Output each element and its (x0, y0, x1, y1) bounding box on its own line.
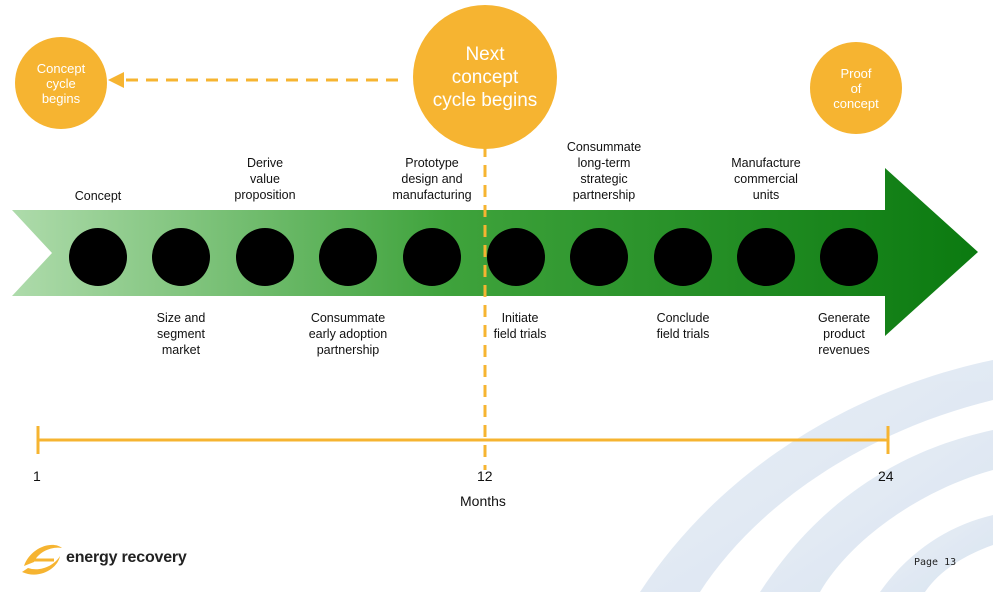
milestone-dot (319, 228, 377, 286)
milestone-dot (152, 228, 210, 286)
timeline-tick-label: 1 (33, 468, 41, 484)
milestone-label-bottom: Consummate early adoption partnership (308, 311, 388, 357)
milestone-dot (487, 228, 545, 286)
timeline-tick-label: 12 (477, 468, 493, 484)
milestone-label-top: Concept (74, 189, 122, 203)
milestone-dot (654, 228, 712, 286)
milestone-label-bottom: Initiate field trials (493, 311, 547, 341)
milestone-dot (820, 228, 878, 286)
energy-recovery-logo-icon (22, 544, 62, 575)
next-concept-cycle-circle: Next concept cycle begins (413, 5, 557, 149)
brand-name: energy recovery (66, 549, 187, 566)
page-number: Page 13 (914, 557, 957, 568)
timeline-tick-label: 24 (878, 468, 894, 484)
decorative-swoosh (640, 360, 993, 592)
milestone-dot (570, 228, 628, 286)
arrowhead-left-icon (108, 72, 124, 88)
milestone-label-top: Manufacture commercial units (731, 156, 801, 202)
milestone-dot (403, 228, 461, 286)
milestone-label-top: Derive value proposition (234, 156, 296, 202)
milestone-label-bottom: Generate product revenues (817, 311, 871, 357)
proof-of-concept-label: Proof of concept (833, 65, 879, 111)
milestone-dot (737, 228, 795, 286)
milestone-label-bottom: Size and segment market (156, 311, 206, 357)
proof-of-concept-circle: Proof of concept (810, 42, 902, 134)
concept-cycle-begins-label: Concept cycle begins (36, 60, 86, 106)
milestone-label-bottom: Conclude field trials (656, 311, 710, 341)
milestone-label-top: Consummate long-term strategic partnersh… (566, 140, 642, 202)
next-concept-cycle-label: Next concept cycle begins (432, 43, 538, 111)
timeline-unit-label: Months (460, 493, 506, 509)
concept-cycle-begins-circle: Concept cycle begins (15, 37, 107, 129)
milestone-label-top: Prototype design and manufacturing (392, 156, 472, 202)
milestone-dot (236, 228, 294, 286)
milestone-dot (69, 228, 127, 286)
